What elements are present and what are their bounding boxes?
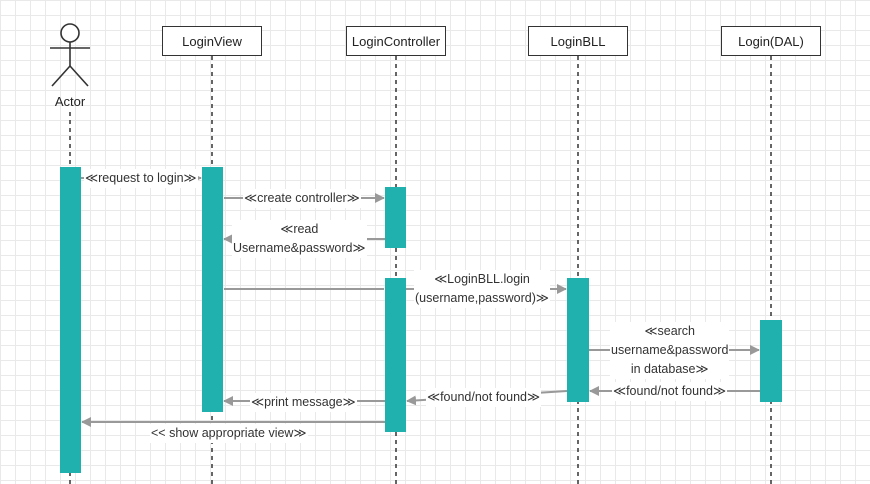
message-request-to-login: ≪request to login≫ xyxy=(84,169,198,188)
activation-logincontroller-2 xyxy=(385,278,406,432)
message-print-message: ≪print message≫ xyxy=(250,393,357,412)
actor-label: Actor xyxy=(54,94,86,109)
message-read-credentials: ≪read Username&password≫ xyxy=(232,220,367,258)
message-found-bll: ≪found/not found≫ xyxy=(426,388,542,407)
lifeline-label-loginbll: LoginBLL xyxy=(550,33,606,49)
activation-loginview xyxy=(202,167,223,412)
activation-actor xyxy=(60,167,81,473)
message-show-view: << show appropriate view≫ xyxy=(150,424,308,443)
message-loginbll-login: ≪LoginBLL.login (username,password)≫ xyxy=(414,270,550,308)
activation-logincontroller-1 xyxy=(385,187,406,248)
activation-loginbll xyxy=(567,278,589,402)
lifeline-label-logindal: Login(DAL) xyxy=(738,33,804,49)
message-create-controller: ≪create controller≫ xyxy=(243,189,361,208)
message-found-dal: ≪found/not found≫ xyxy=(612,382,728,401)
lifeline-label-loginview: LoginView xyxy=(182,33,242,49)
lifeline-label-logincontroller: LoginController xyxy=(351,33,441,49)
lifeline-box-loginview: LoginView xyxy=(162,26,262,56)
actor-icon xyxy=(50,23,90,87)
message-search-database: ≪search username&password in database≫ xyxy=(610,322,730,379)
lifeline-box-logindal: Login(DAL) xyxy=(721,26,821,56)
lifeline-box-logincontroller: LoginController xyxy=(346,26,446,56)
activation-logindal xyxy=(760,320,782,402)
lifeline-box-loginbll: LoginBLL xyxy=(528,26,628,56)
